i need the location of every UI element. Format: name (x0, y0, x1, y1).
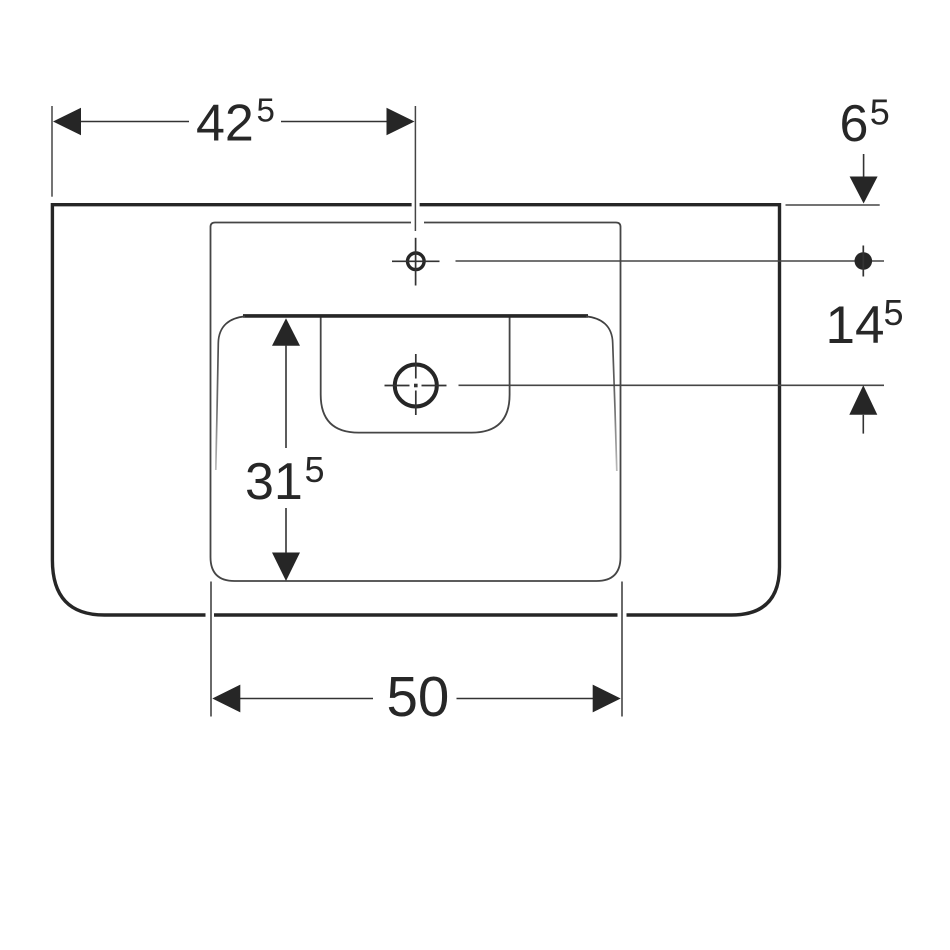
svg-text:5: 5 (884, 292, 904, 333)
svg-text:5: 5 (305, 449, 325, 490)
svg-text:5: 5 (870, 91, 890, 132)
svg-text:14: 14 (826, 296, 885, 355)
svg-text:6: 6 (840, 95, 869, 153)
svg-text:31: 31 (245, 453, 303, 511)
svg-text:42: 42 (196, 94, 254, 152)
svg-text:50: 50 (387, 665, 450, 728)
svg-text:5: 5 (257, 91, 275, 128)
